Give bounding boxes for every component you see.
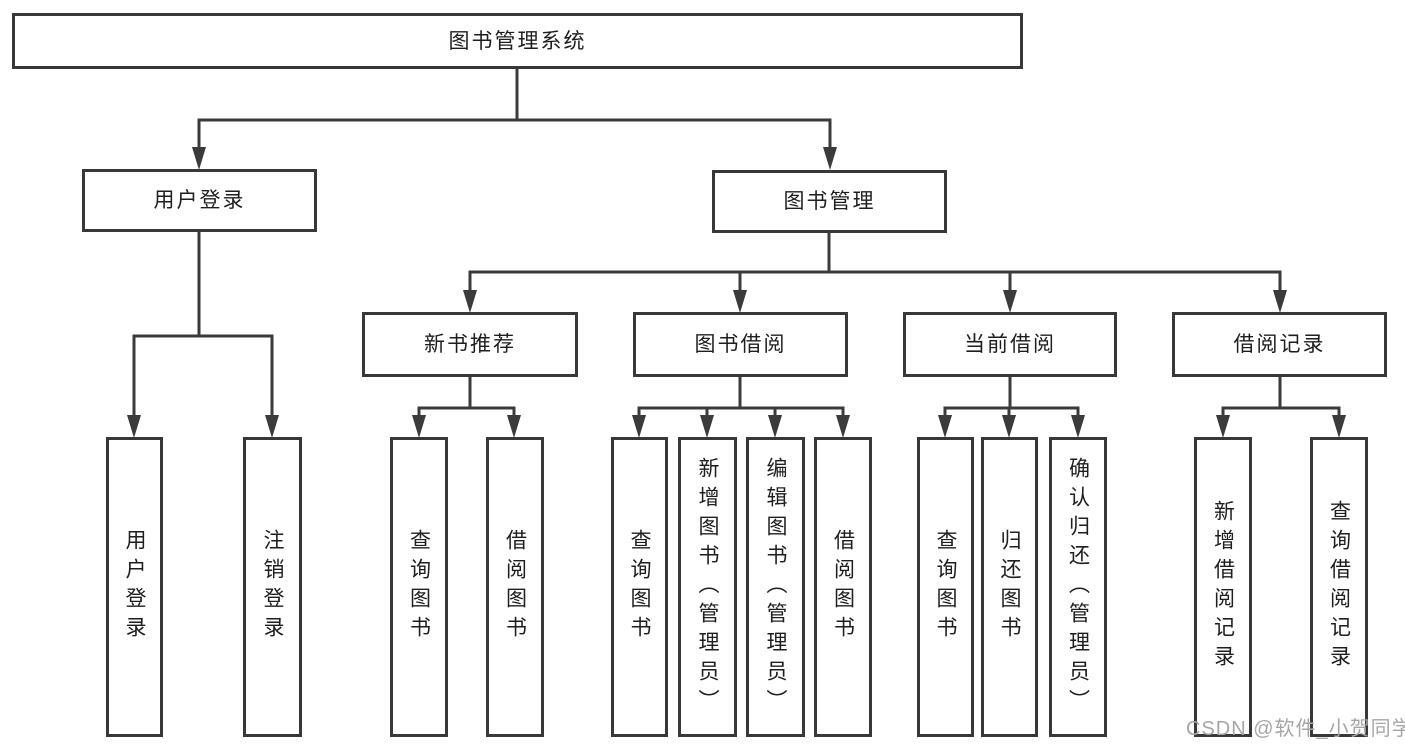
arrowhead-icon [823, 147, 837, 170]
node-label: 借阅图书 [503, 529, 527, 645]
arrowhead-icon [1071, 415, 1085, 438]
arrowhead-icon [1216, 415, 1230, 438]
node-current-borrowing: 当前借阅 [903, 312, 1117, 377]
arrowhead-icon [733, 290, 747, 313]
arrowhead-icon [412, 415, 426, 438]
node-label: 确认归还（管理员） [1066, 456, 1090, 718]
arrowhead-icon [632, 415, 646, 438]
arrowhead-icon [507, 415, 521, 438]
node-label: 查询图书 [628, 529, 651, 645]
node-user-login: 用户登录 [82, 169, 317, 232]
node-return-books: 归还图书 [981, 437, 1038, 737]
node-label: 归还图书 [998, 529, 1021, 645]
node-label: 借阅图书 [831, 529, 855, 645]
node-label: 查询借阅记录 [1327, 500, 1351, 674]
node-label: 用户登录 [153, 189, 246, 212]
node-book-borrowing: 图书借阅 [633, 312, 848, 377]
arrowhead-icon [768, 415, 782, 438]
node-query-books-current: 查询图书 [917, 437, 974, 737]
node-book-management: 图书管理 [712, 170, 947, 233]
arrowhead-icon [192, 147, 206, 170]
node-label: 图书管理 [783, 190, 876, 213]
node-new-book-recommendation: 新书推荐 [362, 312, 578, 377]
node-label: 用户登录 [123, 529, 146, 645]
arrowhead-icon [265, 415, 279, 438]
arrowhead-icon [1003, 290, 1017, 313]
node-confirm-return-admin: 确认归还（管理员） [1049, 437, 1107, 737]
arrowhead-icon [127, 415, 141, 438]
node-label: 查询图书 [407, 529, 431, 645]
node-label: 编辑图书（管理员） [764, 456, 787, 718]
node-query-books-recommend: 查询图书 [390, 437, 448, 737]
node-user-login-action: 用户登录 [106, 437, 163, 737]
node-logout-action: 注销登录 [243, 437, 302, 737]
arrowhead-icon [1332, 415, 1346, 438]
node-label: 图书管理系统 [448, 29, 587, 53]
node-label: 注销登录 [261, 529, 284, 645]
arrowhead-icon [938, 415, 952, 438]
node-label: 新书推荐 [424, 333, 516, 356]
node-label: 图书借阅 [694, 333, 787, 356]
node-label: 借阅记录 [1233, 333, 1326, 356]
csdn-watermark: CSDN @软件_小贺同学 [1186, 718, 1405, 740]
node-query-books-borrowing: 查询图书 [611, 437, 668, 737]
node-add-borrow-record: 新增借阅记录 [1194, 437, 1252, 737]
node-label: 当前借阅 [964, 333, 1056, 356]
arrowhead-icon [1002, 415, 1016, 438]
arrowhead-icon [463, 290, 477, 313]
node-label: 新增借阅记录 [1211, 500, 1235, 674]
node-query-borrow-record: 查询借阅记录 [1310, 437, 1368, 737]
node-add-books-admin: 新增图书（管理员） [678, 437, 737, 737]
node-edit-books-admin: 编辑图书（管理员） [746, 437, 805, 737]
arrowhead-icon [836, 415, 850, 438]
node-library-management-system: 图书管理系统 [12, 13, 1023, 69]
node-borrowing-records: 借阅记录 [1172, 312, 1387, 377]
node-borrow-books: 借阅图书 [814, 437, 872, 737]
node-borrow-books-recommend: 借阅图书 [486, 437, 544, 737]
node-label: 查询图书 [934, 529, 957, 645]
arrowhead-icon [1273, 290, 1287, 313]
node-label: 新增图书（管理员） [696, 456, 719, 718]
arrowhead-icon [700, 415, 714, 438]
